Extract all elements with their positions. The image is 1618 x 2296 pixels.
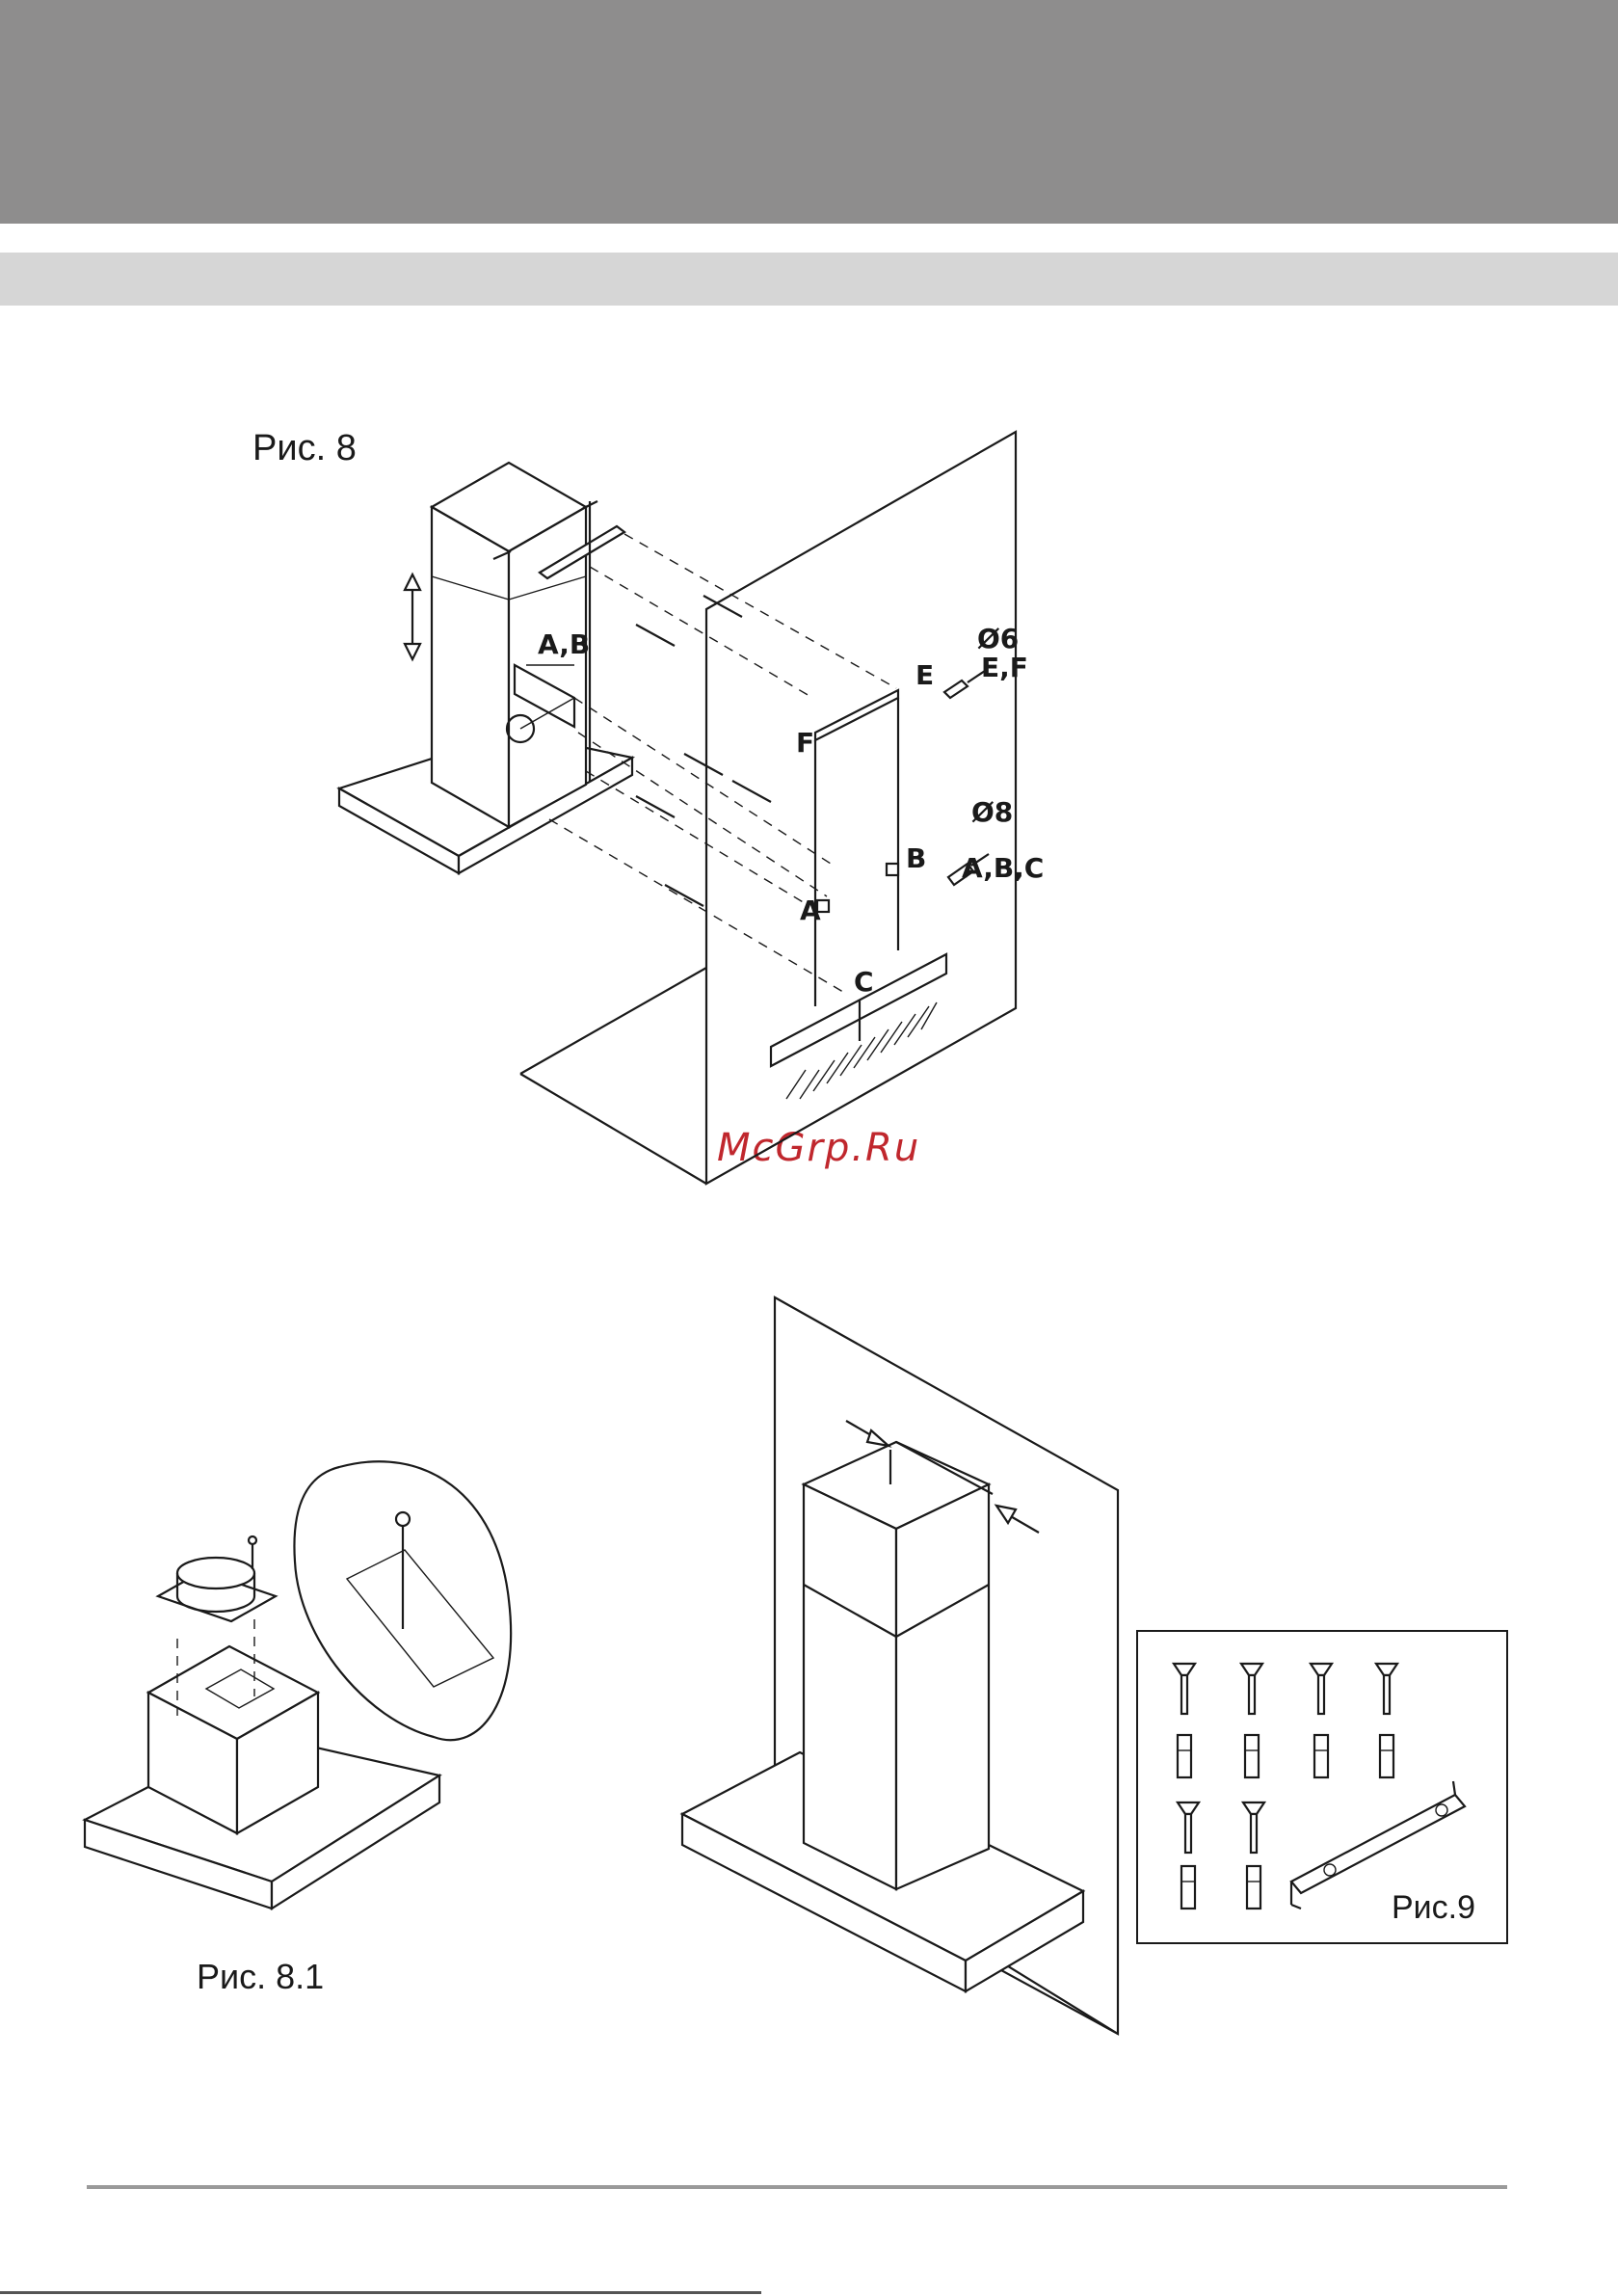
callout-a: A <box>800 894 821 926</box>
screw-icon <box>944 671 985 698</box>
wall-anchors-top <box>636 596 771 906</box>
screw-icon <box>1178 1802 1199 1853</box>
wall-plug-icon <box>1178 1735 1191 1777</box>
callout-e: E <box>915 659 934 691</box>
wall-bracket-icon <box>1291 1781 1465 1909</box>
wall-plug-icon <box>1245 1735 1259 1777</box>
chimney-front <box>432 507 509 827</box>
callout-d8: Ø8 <box>971 796 1013 828</box>
screw-icon <box>1243 1802 1264 1853</box>
wall-panel <box>706 432 1016 1184</box>
callout-d6: Ø6 <box>977 623 1019 654</box>
installed-hood-drawing <box>682 1297 1118 2034</box>
wall-plug-icon <box>1314 1735 1328 1777</box>
wall-plug-icon <box>1247 1866 1260 1909</box>
callout-f: F <box>796 727 814 759</box>
figure-8-drawing: A,B E F Ø6 E,F Ø8 A,B,C A B C <box>339 432 1044 1184</box>
callout-c: C <box>854 966 874 998</box>
screw-icon <box>1241 1664 1262 1714</box>
figure-8-1-drawing <box>85 1461 511 1909</box>
wall-plug-icon <box>1181 1866 1195 1909</box>
callout-ab-top: A,B <box>538 628 590 660</box>
bottom-rule <box>0 2291 761 2294</box>
screw-icon <box>1376 1664 1397 1714</box>
footer-rule <box>87 2185 1507 2189</box>
figure-9-parts <box>1137 1631 1507 1943</box>
wall-bracket-ef <box>815 690 898 740</box>
screw-icon <box>1174 1664 1195 1714</box>
callout-abc: A,B,C <box>962 852 1044 884</box>
chimney-front <box>804 1484 896 1889</box>
callout-b: B <box>906 842 926 874</box>
screw-icon <box>1311 1664 1332 1714</box>
wall-plug-icon <box>1380 1735 1393 1777</box>
chimney-side <box>896 1484 989 1889</box>
callout-ef: E,F <box>981 652 1028 683</box>
